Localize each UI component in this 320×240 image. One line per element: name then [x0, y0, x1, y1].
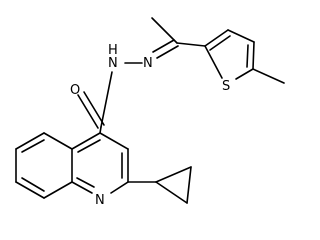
bond-carbonyl-double-a	[77, 94, 99, 129]
bond-q-c5-c6-a	[15, 132, 45, 150]
bond-carbonyl-c4	[99, 126, 102, 134]
bond-imine-double-b	[152, 39, 175, 53]
bond-imine-methyl	[151, 17, 178, 44]
bond-q-c4a-c4-a	[71, 132, 101, 150]
atom-label-oxygen: O	[70, 83, 80, 98]
bond-thio-c4-c5-a	[252, 41, 255, 70]
chemical-structure: O N H N S N	[15, 17, 285, 208]
bond-cyclopropyl-3	[155, 181, 188, 204]
bond-thio-c2-c3-a	[204, 29, 229, 47]
bond-carbonyl-nh	[100, 71, 113, 128]
bond-thio-s-c2	[204, 45, 223, 79]
bond-thio-c3-c4	[227, 29, 255, 43]
bond-thio-methyl	[252, 68, 285, 84]
bond-cyclopropyl-2	[186, 166, 192, 204]
bond-q-c8-c8a	[43, 181, 73, 199]
bond-imine-thiophene	[176, 42, 206, 47]
bond-cyclopropyl-1	[155, 166, 192, 183]
atom-labels: O N H N S N	[70, 43, 230, 208]
bond-q-c7-c8-a	[15, 181, 45, 199]
bond-q-n-c8a-inner	[76, 177, 95, 188]
bonds	[15, 17, 285, 204]
atom-label-nh-hydrogen: H	[108, 43, 118, 58]
bond-thio-c4-c5-b	[246, 44, 249, 68]
bond-q-c4-c3	[99, 132, 129, 150]
bond-q-c4a-c5	[43, 132, 73, 150]
bond-q-c5-c6-b	[21, 139, 45, 153]
bond-carbonyl-double-b	[83, 91, 105, 126]
bond-thio-c2-c3-b	[209, 35, 231, 51]
bond-imine-double-a	[156, 45, 179, 59]
bond-q-c2-n	[110, 181, 129, 194]
atom-label-nh-nitrogen: N	[108, 56, 118, 71]
atom-label-imine-nitrogen: N	[143, 56, 153, 71]
bond-q-c7-c8-b	[21, 177, 45, 192]
bond-q-n-c8a	[71, 181, 93, 194]
bond-thio-c5-s	[235, 68, 254, 80]
bond-q-c4a-c4-b	[77, 139, 101, 153]
atom-label-quinoline-nitrogen: N	[95, 193, 105, 208]
atom-label-sulfur: S	[222, 79, 230, 94]
